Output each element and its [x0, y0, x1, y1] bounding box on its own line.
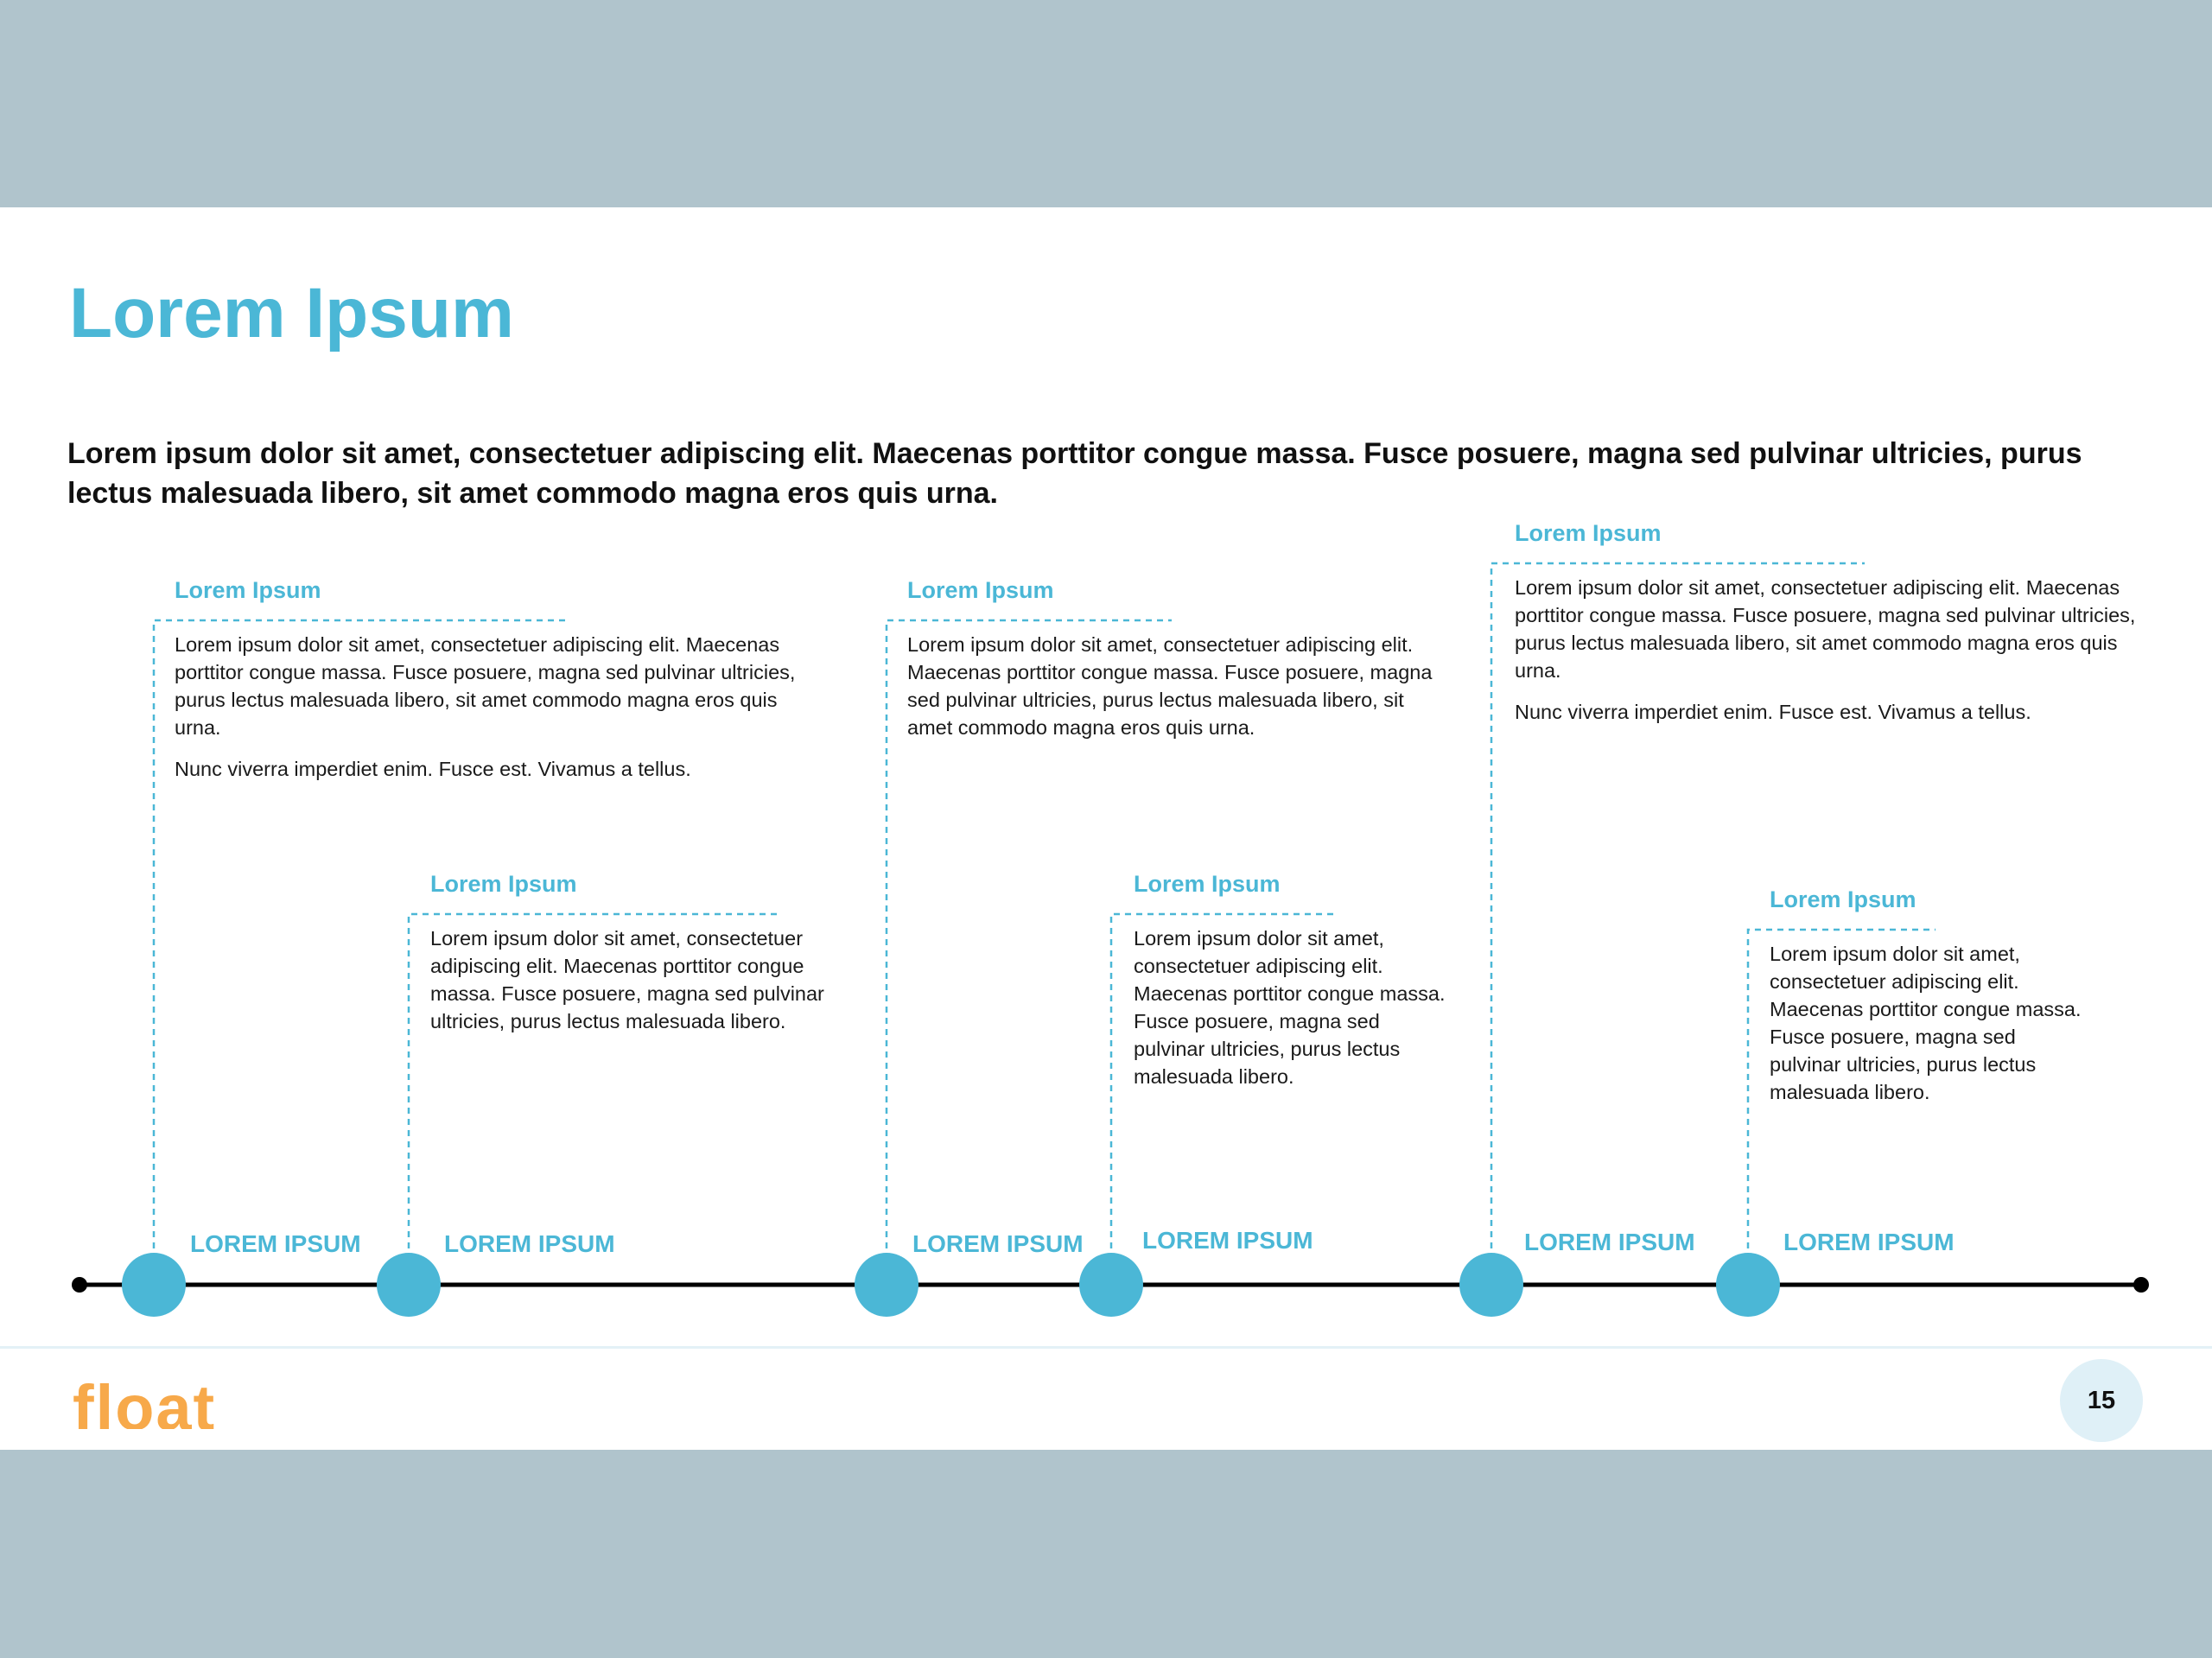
card-title: Lorem Ipsum: [907, 577, 1054, 603]
timeline-end-dot: [2133, 1277, 2149, 1293]
milestone-label-4: LOREM IPSUM: [1142, 1227, 1313, 1254]
connector-line-1: [152, 619, 565, 1248]
card-paragraph: Nunc viverra imperdiet enim. Fusce est. …: [1515, 701, 2031, 723]
timeline-card-1: Lorem Ipsum Lorem ipsum dolor sit amet, …: [175, 575, 814, 797]
card-title: Lorem Ipsum: [430, 871, 577, 897]
milestone-dot-1: [122, 1253, 186, 1317]
milestone-label-3: LOREM IPSUM: [912, 1230, 1084, 1257]
connector-line-6: [1746, 928, 1936, 1248]
timeline-card-3: Lorem Ipsum Lorem ipsum dolor sit amet, …: [907, 575, 1443, 755]
milestone-label-1: LOREM IPSUM: [190, 1230, 361, 1257]
card-paragraph: Lorem ipsum dolor sit amet, consectetuer…: [907, 633, 1433, 739]
page-number-badge: 15: [2060, 1359, 2143, 1442]
milestone-label-2: LOREM IPSUM: [444, 1230, 615, 1257]
float-logo: float: [73, 1372, 217, 1429]
card-title: Lorem Ipsum: [1770, 886, 1916, 912]
timeline-start-dot: [72, 1277, 87, 1293]
milestone-label-5: LOREM IPSUM: [1524, 1229, 1695, 1255]
milestone-dot-4: [1079, 1253, 1143, 1317]
card-paragraph: Nunc viverra imperdiet enim. Fusce est. …: [175, 758, 691, 780]
timeline-card-6: Lorem Ipsum Lorem ipsum dolor sit amet, …: [1770, 885, 2089, 1120]
card-paragraph: Lorem ipsum dolor sit amet, consectetuer…: [1770, 943, 2082, 1103]
timeline-card-4: Lorem Ipsum Lorem ipsum dolor sit amet, …: [1134, 869, 1453, 1104]
footer-divider: [0, 1346, 2212, 1349]
connector-line-3: [885, 619, 1172, 1248]
connector-line-4: [1109, 912, 1336, 1248]
timeline-graphic: [72, 562, 2149, 1317]
card-paragraph: Lorem ipsum dolor sit amet, consectetuer…: [175, 633, 796, 739]
milestone-dot-6: [1716, 1253, 1780, 1317]
connector-line-2: [407, 912, 779, 1248]
slide-title: Lorem Ipsum: [69, 274, 514, 353]
timeline-card-2: Lorem Ipsum Lorem ipsum dolor sit amet, …: [430, 869, 854, 1049]
connector-lines: [152, 562, 1936, 1248]
card-title: Lorem Ipsum: [175, 577, 321, 603]
card-paragraph: Lorem ipsum dolor sit amet, consectetuer…: [1515, 576, 2136, 682]
milestone-label-6: LOREM IPSUM: [1783, 1229, 1955, 1255]
slide: Lorem Ipsum Lorem ipsum dolor sit amet, …: [0, 207, 2212, 1450]
card-title: Lorem Ipsum: [1515, 520, 1662, 546]
connector-line-5: [1490, 562, 1865, 1248]
milestone-dot-2: [377, 1253, 441, 1317]
milestone-dot-3: [855, 1253, 918, 1317]
timeline-card-5: Lorem Ipsum Lorem ipsum dolor sit amet, …: [1515, 518, 2163, 740]
card-title: Lorem Ipsum: [1134, 871, 1281, 897]
card-paragraph: Lorem ipsum dolor sit amet, consectetuer…: [430, 927, 824, 1032]
card-paragraph: Lorem ipsum dolor sit amet, consectetuer…: [1134, 927, 1446, 1088]
milestone-dot-5: [1459, 1253, 1523, 1317]
slide-subtitle: Lorem ipsum dolor sit amet, consectetuer…: [67, 437, 2082, 510]
